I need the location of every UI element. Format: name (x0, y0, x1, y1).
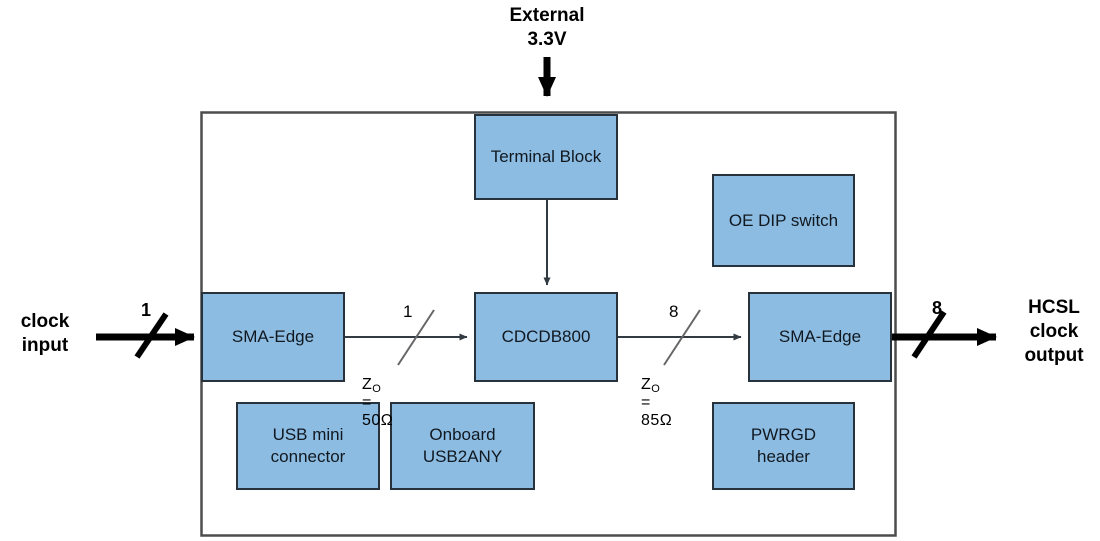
output-internal-bus-width: 8 (669, 302, 679, 321)
input-bus-slash (397, 309, 435, 366)
block-sma-edge-output[interactable]: SMA-Edge (748, 292, 892, 382)
clock-input-bus-slash (134, 312, 169, 359)
clock-input-label: clock input (20, 311, 70, 356)
block-pwrgd-header[interactable]: PWRGD header (712, 402, 855, 490)
block-oe-dip-switch-label: OE DIP switch (728, 210, 839, 230)
block-terminal-block-label: Terminal Block (490, 147, 602, 167)
block-sma-edge-input-label: SMA-Edge (231, 327, 315, 347)
block-cdcdb800[interactable]: CDCDB800 (474, 292, 618, 382)
input-internal-bus-width: 1 (403, 302, 413, 321)
input-impedance-value: 50Ω (362, 412, 394, 429)
input-external-bus-width: 1 (141, 300, 152, 320)
output-external-bus-width: 8 (932, 298, 943, 318)
output-impedance-subscript: O (651, 383, 661, 395)
clock-output-bus-slash (911, 310, 947, 359)
input-impedance-symbol: Z (362, 376, 373, 393)
block-oe-dip-switch[interactable]: OE DIP switch (712, 174, 855, 267)
block-pwrgd-header-label: PWRGD header (750, 425, 817, 466)
clock-output-label: HCSL clock output (1024, 297, 1084, 366)
block-sma-edge-input[interactable]: SMA-Edge (201, 292, 345, 382)
block-cdcdb800-label: CDCDB800 (501, 327, 591, 347)
output-impedance-value: 85Ω (641, 412, 673, 429)
output-impedance-symbol: Z (641, 376, 652, 393)
input-impedance-label: ZO = 50Ω (362, 358, 393, 430)
block-sma-edge-output-label: SMA-Edge (778, 327, 862, 347)
input-impedance-equals: = (362, 394, 372, 411)
block-terminal-block[interactable]: Terminal Block (474, 114, 618, 200)
block-onboard-usb2any[interactable]: Onboard USB2ANY (390, 402, 535, 490)
block-usb-mini-connector[interactable]: USB mini connector (236, 402, 380, 490)
block-usb-mini-connector-label: USB mini connector (270, 425, 346, 466)
output-bus-slash (663, 309, 701, 366)
block-onboard-usb2any-label: Onboard USB2ANY (422, 425, 503, 466)
output-impedance-label: ZO = 85Ω (641, 358, 672, 430)
input-impedance-subscript: O (372, 383, 382, 395)
output-impedance-equals: = (641, 394, 651, 411)
external-power-label: External 3.3V (509, 5, 585, 50)
